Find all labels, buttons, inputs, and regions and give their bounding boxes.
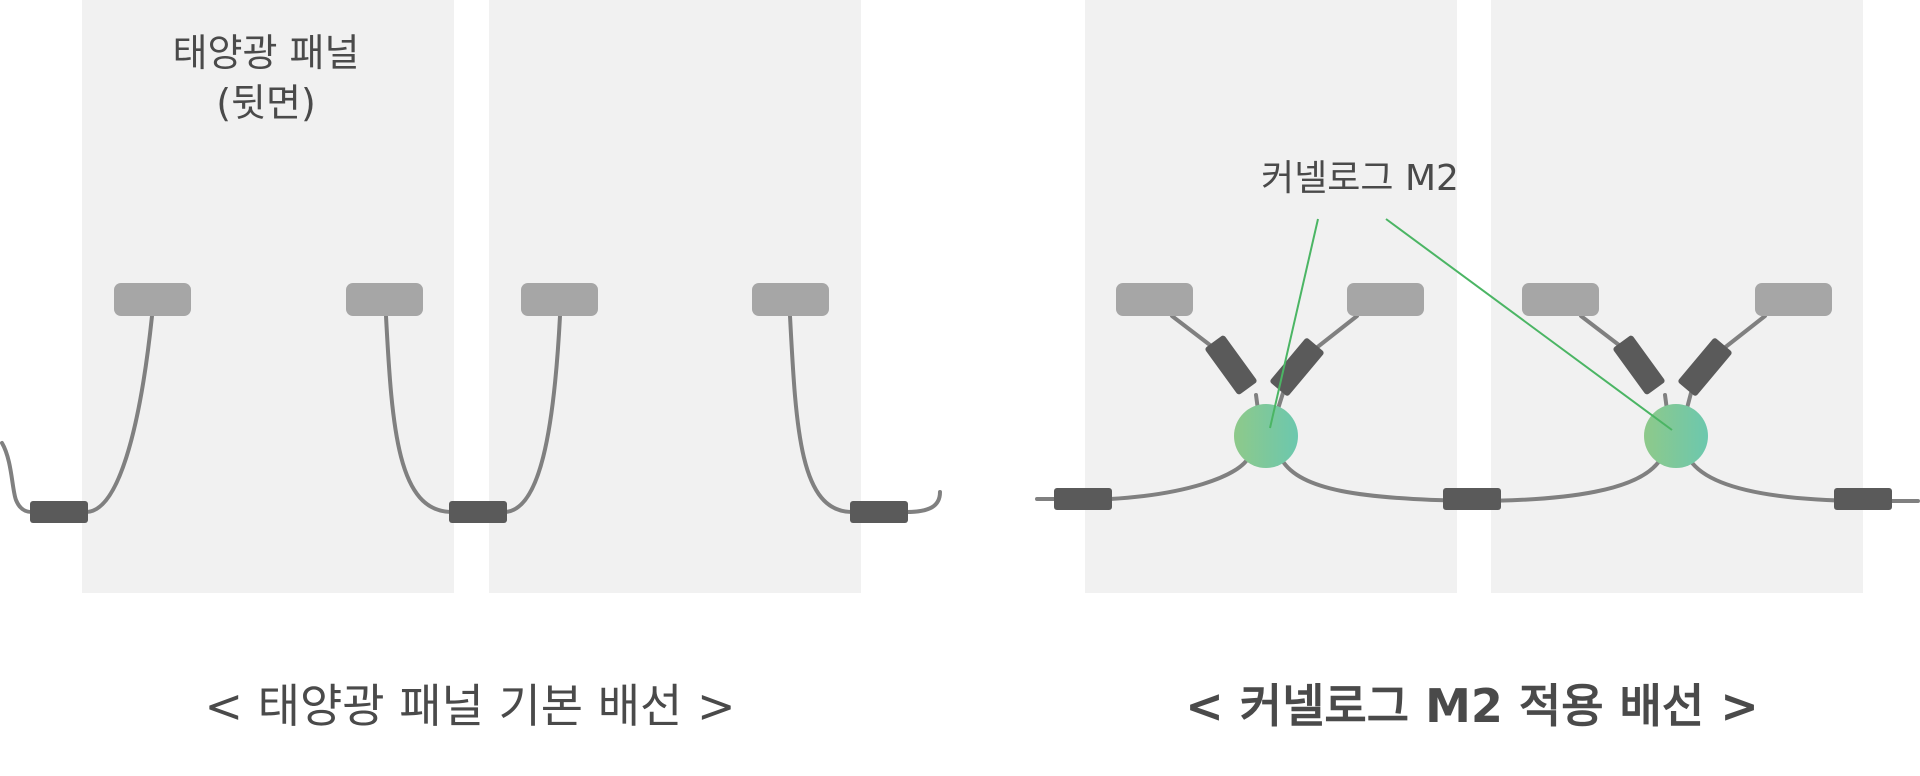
- angled-connector-1b: [1270, 338, 1324, 396]
- drop-cable-2c: [1721, 314, 1767, 351]
- junction-box-2b: [752, 283, 829, 316]
- panel-label-line1: 태양광 패널: [173, 31, 360, 75]
- junction-box-1b: [346, 283, 423, 316]
- callout-line-2: [1385, 218, 1673, 431]
- angled-connector-2a: [1613, 335, 1665, 395]
- caption-basic-wiring: < 태양광 패널 기본 배선 >: [204, 679, 735, 733]
- cable-panel1-right: [384, 314, 454, 514]
- connector-3: [850, 501, 908, 523]
- junction-box-4a: [1522, 283, 1599, 316]
- cable-panel2-left: [502, 314, 562, 514]
- angled-connector-1a: [1205, 335, 1257, 395]
- trunk-connector-2: [1443, 488, 1501, 510]
- drop-cable-1c: [1313, 314, 1359, 351]
- cables: [0, 314, 942, 514]
- callout-line-1: [1269, 218, 1319, 429]
- trunk-connector-1: [1054, 488, 1112, 510]
- m2-wiring-diagram: 커넬로그 M2 < 커넬로그 M2 적용 배선 >: [1035, 0, 1920, 733]
- cable-panel2-right: [788, 314, 854, 514]
- connector-1: [30, 501, 88, 523]
- m2-hub-1: [1234, 404, 1298, 468]
- m2-hub-2: [1644, 404, 1708, 468]
- cable-left-end: [0, 441, 34, 514]
- junction-box-4b: [1755, 283, 1832, 316]
- cable-panel1-left: [84, 314, 154, 514]
- trunk-cable-left: [1035, 453, 1252, 501]
- caption-m2-wiring: < 커넬로그 M2 적용 배선 >: [1185, 679, 1759, 733]
- angled-connector-2b: [1678, 338, 1732, 396]
- cable-right-end: [904, 490, 942, 514]
- basic-wiring-diagram: 태양광 패널 (뒷면) < 태양광 패널 기본 배선 >: [0, 0, 942, 733]
- junction-box-3a: [1116, 283, 1193, 316]
- junction-box-2a: [521, 283, 598, 316]
- junction-box-1a: [114, 283, 191, 316]
- panel-label-line2: (뒷면): [216, 81, 316, 125]
- junction-box-3b: [1347, 283, 1424, 316]
- callout-label: 커넬로그 M2: [1261, 158, 1459, 199]
- trunk-connector-3: [1834, 488, 1892, 510]
- connector-2: [449, 501, 507, 523]
